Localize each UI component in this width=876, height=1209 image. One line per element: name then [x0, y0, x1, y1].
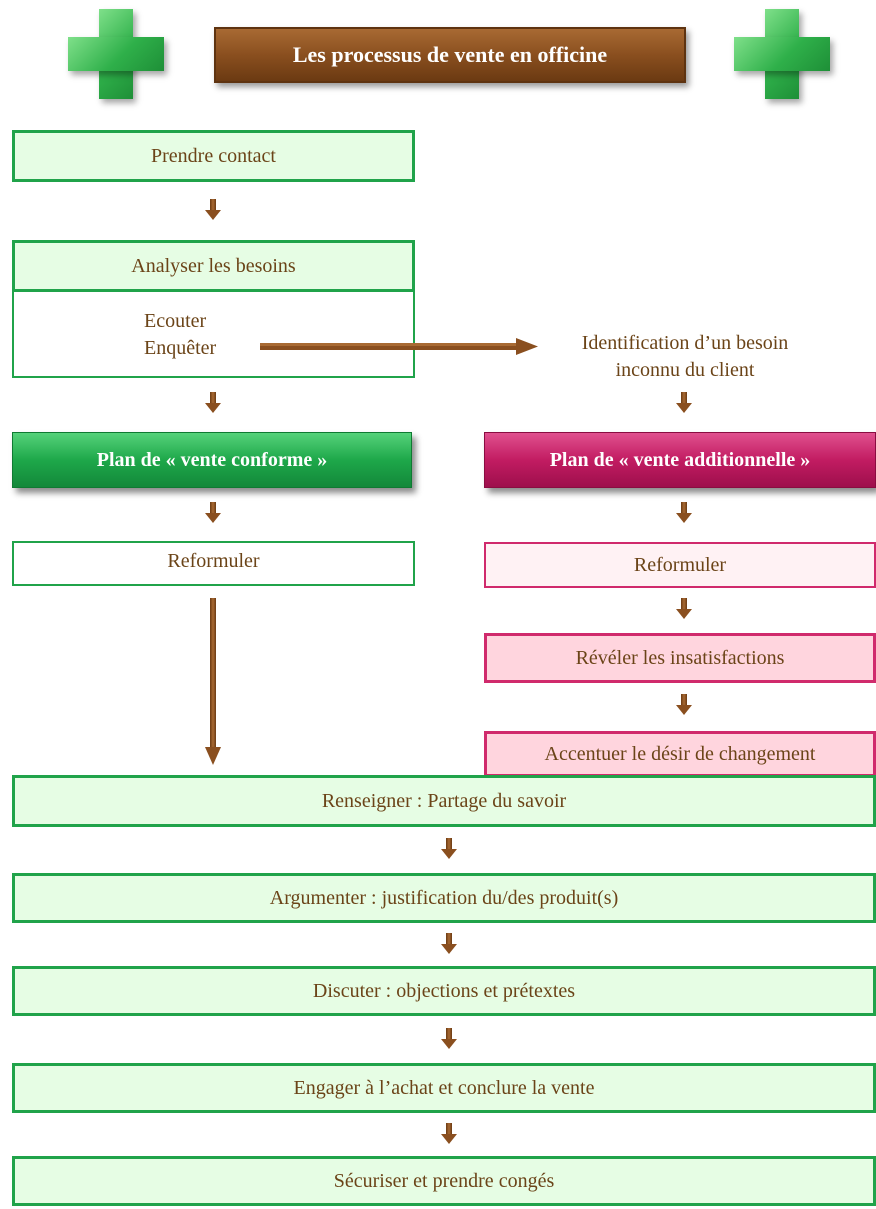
arrow-down-renseigner-argumenter	[441, 838, 457, 859]
arrow-down-discuter-engager	[441, 1028, 457, 1049]
step-reformuler-left: Reformuler	[12, 541, 415, 586]
step-accentuer-desir: Accentuer le désir de changement	[484, 731, 876, 777]
arrow-down-reformuler-reveler	[676, 598, 692, 619]
arrow-down-plan-reformuler-left	[205, 502, 221, 523]
step-discuter: Discuter : objections et prétextes	[12, 966, 876, 1016]
step-reveler-insatisfactions: Révéler les insatisfactions	[484, 633, 876, 683]
identification-line-1: Identification d’un besoin	[581, 332, 789, 354]
arrow-down-plan-reformuler-right	[676, 502, 692, 523]
arrow-down-argumenter-discuter	[441, 933, 457, 954]
arrow-down-reveler-accentuer	[676, 694, 692, 715]
step-prendre-contact: Prendre contact	[12, 130, 415, 182]
identification-line-2: inconnu du client	[615, 359, 755, 381]
step-reformuler-right: Reformuler	[484, 542, 876, 588]
arrow-down-contact-analyser	[205, 199, 221, 220]
arrow-down-reformuler-renseigner	[205, 598, 221, 765]
step-ecouter: Ecouter	[144, 310, 207, 332]
step-renseigner: Renseigner : Partage du savoir	[12, 775, 876, 827]
arrow-down-engager-securiser	[441, 1123, 457, 1144]
pharmacy-cross-icon-right	[734, 9, 830, 99]
identification-besoin: Identification d’un besoin inconnu du cl…	[520, 330, 850, 384]
analyser-detail-box	[12, 290, 415, 378]
step-enqueter: Enquêter	[144, 337, 217, 359]
step-argumenter: Argumenter : justification du/des produi…	[12, 873, 876, 923]
diagram-title: Les processus de vente en officine	[214, 27, 686, 83]
plan-vente-additionnelle: Plan de « vente additionnelle »	[484, 432, 876, 488]
pharmacy-cross-icon-left	[68, 9, 164, 99]
plan-vente-conforme: Plan de « vente conforme »	[12, 432, 412, 488]
arrow-down-identification-plan	[676, 392, 692, 413]
arrow-right-enqueter-identification	[260, 338, 538, 355]
step-securiser: Sécuriser et prendre congés	[12, 1156, 876, 1206]
arrow-down-analyser-plan	[205, 392, 221, 413]
step-analyser-besoins: Analyser les besoins	[12, 240, 415, 292]
step-engager: Engager à l’achat et conclure la vente	[12, 1063, 876, 1113]
